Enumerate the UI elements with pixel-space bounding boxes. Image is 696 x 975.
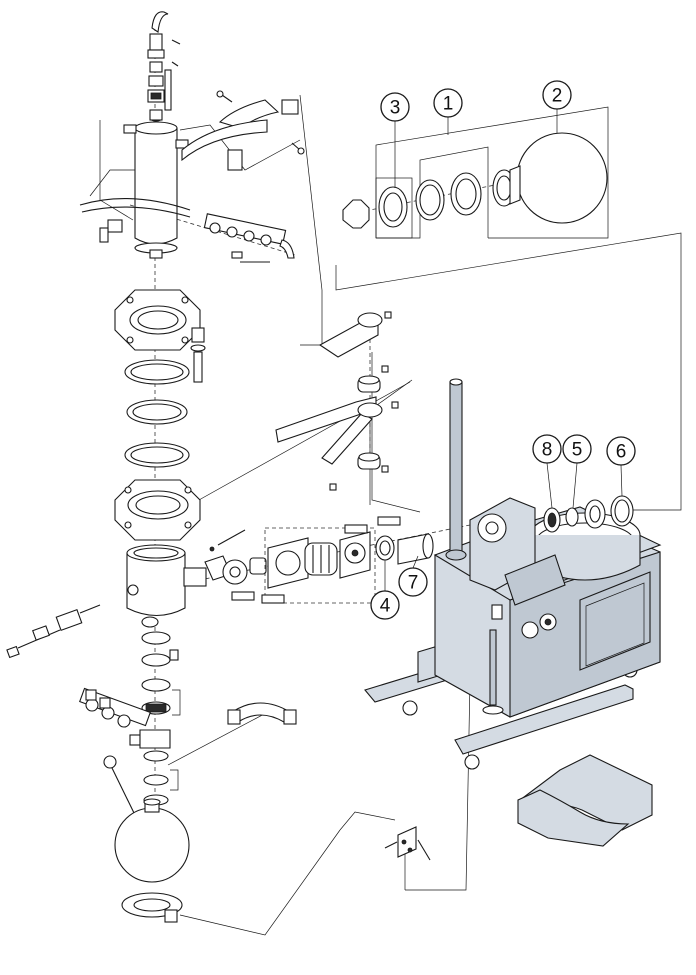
vessel-body [126,552,186,617]
sampling-valve [103,755,117,769]
rotary-evaporator-cabinet [364,378,662,770]
callout-7: 7 [398,567,428,597]
callout-1-label: 1 [443,94,454,115]
callout-8: 8 [532,434,562,464]
tube-coupling-core [150,92,162,100]
condenser-side-port [175,139,189,149]
threaded-rod [489,629,497,706]
callout-6-label: 6 [616,442,627,463]
hose-clamp [384,826,431,861]
vapor-tube-bend [151,11,169,33]
callout-3-label: 3 [390,98,401,119]
receiving-flask [114,807,190,883]
tube-ring [149,61,163,73]
split-support-plate [517,754,653,847]
condenser-top [134,121,178,135]
control-knob [521,621,539,639]
lift-arm-assembly [275,311,399,491]
lift-arm-upper [318,322,379,358]
callout-3: 3 [380,92,410,122]
tube-fitting [149,33,163,51]
vessel-port [127,584,139,596]
vacuum-connector [55,608,83,632]
cabinet-door [579,571,651,671]
callout-2-label: 2 [552,86,563,107]
condenser-body [134,127,178,245]
vessel-side-neck [183,567,207,587]
receiver-tee [139,729,171,749]
vertical-post [449,381,463,558]
lower-ring [141,631,171,645]
tube-nut [147,49,165,59]
callout-6: 6 [606,436,636,466]
clamp-block [107,219,123,233]
group-boxes [375,106,609,239]
cooling-fittings [203,213,295,263]
condenser-side-port [123,124,137,134]
callout-5-label: 5 [572,440,583,461]
flange-seal-stack [114,289,206,541]
callout-4: 4 [370,590,400,620]
callout-2: 2 [542,80,572,110]
switch [491,604,503,620]
lower-column [79,631,297,923]
valve-manifold [79,687,151,746]
base-rail [454,684,634,755]
caster-wheel [464,754,480,770]
flange-bolt-head [191,327,205,343]
callout-pointers [384,109,623,591]
plate-half [517,789,630,847]
callout-4-label: 4 [380,596,391,617]
callout-8-label: 8 [542,440,553,461]
flange-key [344,524,368,534]
star-nut [342,199,370,229]
callout-1: 1 [433,88,463,118]
control-panel [504,554,566,606]
tube-ring [148,75,164,87]
vertical-rod [164,69,172,111]
callout-7-label: 7 [408,573,419,594]
callout-5: 5 [562,434,592,464]
evaporation-flask [516,132,608,224]
vessel-and-shaft [6,516,434,659]
caster-wheel [402,700,418,716]
seal-5 [565,507,579,527]
arm-clamp [227,149,243,171]
flask-assembly [342,132,608,229]
support-arm [181,119,268,162]
condenser-assembly [79,11,305,263]
ring-clamp [231,702,291,723]
